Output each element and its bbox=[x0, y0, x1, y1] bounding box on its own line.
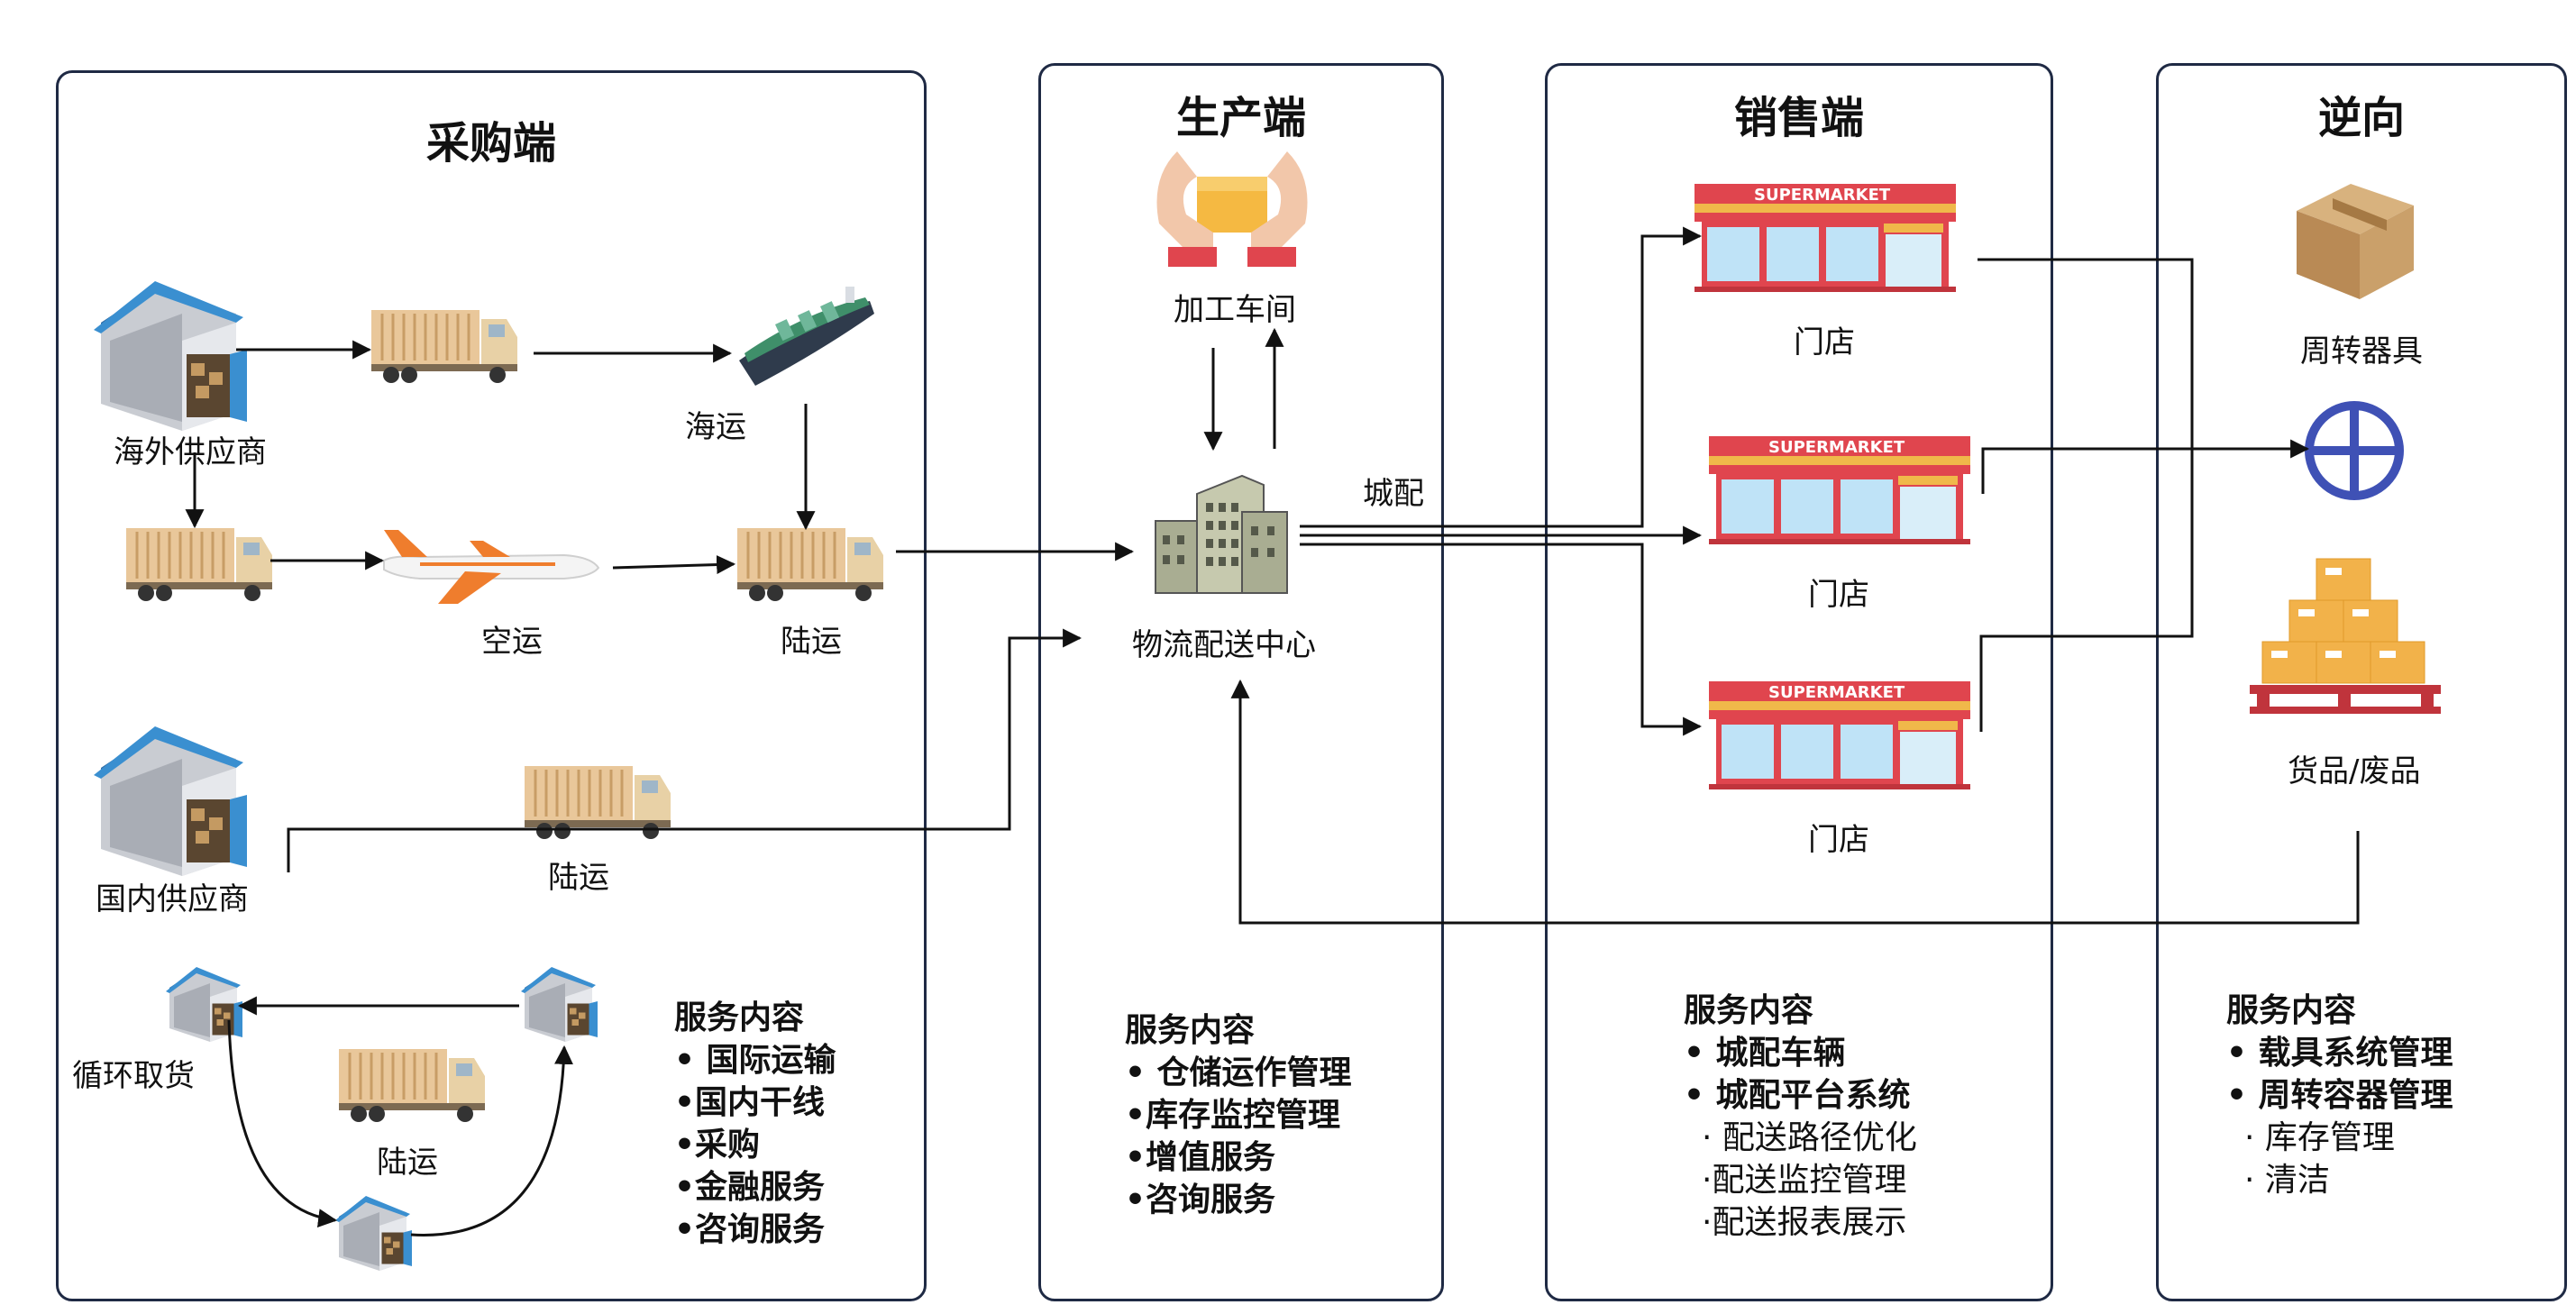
service-item: •咨询服务 bbox=[1125, 1182, 1276, 1218]
city-delivery-label: 城配 bbox=[1363, 476, 1424, 512]
flow-arrows bbox=[185, 226, 2360, 1236]
store-label: 门店 bbox=[1794, 324, 1855, 360]
store-label: 门店 bbox=[1808, 577, 1869, 613]
truck-icon bbox=[735, 526, 885, 603]
services-heading: 服务内容 bbox=[1684, 992, 1814, 1029]
sales-services: 服务内容 • 城配车辆 • 城配平台系统 · 配送路径优化 ·配送监控管理 ·配… bbox=[1684, 990, 1917, 1244]
container-label: 周转器具 bbox=[2300, 333, 2423, 370]
supermarket-sign: SUPERMARKET bbox=[1768, 683, 1905, 702]
milk-run-label: 循环取货 bbox=[72, 1058, 195, 1094]
store-label: 门店 bbox=[1808, 822, 1869, 858]
service-item: •库存监控管理 bbox=[1125, 1097, 1341, 1134]
service-item: • 城配车辆 bbox=[1684, 1035, 1846, 1072]
service-item: •咨询服务 bbox=[674, 1211, 826, 1248]
service-subitem: ·配送监控管理 bbox=[1702, 1162, 1907, 1199]
land-freight-label: 陆运 bbox=[377, 1145, 438, 1181]
goods-waste-label: 货品/废品 bbox=[2288, 753, 2421, 789]
services-heading: 服务内容 bbox=[674, 999, 805, 1036]
procurement-panel: 采购端 bbox=[56, 70, 927, 1301]
reverse-services: 服务内容 • 载具系统管理 • 周转容器管理 · 库存管理 · 清洁 bbox=[2226, 990, 2453, 1201]
pickup-warehouse-icon bbox=[335, 1196, 412, 1271]
air-freight-label: 空运 bbox=[481, 624, 543, 660]
service-item: •增值服务 bbox=[1125, 1139, 1276, 1176]
workshop-label: 加工车间 bbox=[1174, 292, 1296, 328]
domestic-warehouse-icon bbox=[94, 726, 247, 876]
distribution-center-icon bbox=[1155, 474, 1288, 594]
land-freight-label: 陆运 bbox=[781, 624, 842, 660]
production-services: 服务内容 • 仓储运作管理 •库存监控管理 •增值服务 •咨询服务 bbox=[1125, 1009, 1352, 1221]
reverse-title: 逆向 bbox=[2317, 93, 2405, 143]
supermarket-sign: SUPERMARKET bbox=[1754, 186, 1891, 205]
service-subitem: · 配送路径优化 bbox=[1702, 1119, 1917, 1156]
production-title: 生产端 bbox=[1175, 93, 1306, 143]
services-heading: 服务内容 bbox=[2226, 992, 2357, 1029]
service-item: •采购 bbox=[674, 1127, 761, 1163]
procurement-services: 服务内容 • 国际运输 •国内干线 •采购 •金融服务 •咨询服务 bbox=[674, 997, 836, 1251]
service-subitem: ·配送报表展示 bbox=[1702, 1204, 1907, 1241]
cardboard-box-icon bbox=[2297, 184, 2414, 299]
service-item: •国内干线 bbox=[674, 1084, 826, 1121]
service-item: •金融服务 bbox=[674, 1169, 826, 1206]
service-item: • 仓储运作管理 bbox=[1125, 1054, 1352, 1091]
land-freight-label: 陆运 bbox=[548, 860, 609, 896]
domestic-supplier-label: 国内供应商 bbox=[96, 881, 249, 917]
airplane-icon bbox=[383, 530, 600, 604]
stacked-boxes-icon bbox=[2250, 558, 2441, 714]
truck-icon bbox=[124, 526, 274, 603]
supermarket-sign: SUPERMARKET bbox=[1768, 438, 1905, 457]
service-subitem: · 清洁 bbox=[2244, 1162, 2330, 1199]
service-item: • 城配平台系统 bbox=[1684, 1077, 1911, 1114]
procurement-title: 采购端 bbox=[425, 118, 556, 169]
sea-freight-label: 海运 bbox=[685, 409, 746, 445]
overseas-warehouse-icon bbox=[94, 281, 247, 431]
pickup-warehouse-icon bbox=[521, 967, 598, 1042]
services-heading: 服务内容 bbox=[1125, 1012, 1256, 1049]
service-item: • 周转容器管理 bbox=[2226, 1077, 2453, 1114]
service-item: • 国际运输 bbox=[674, 1042, 836, 1079]
truck-icon bbox=[337, 1047, 487, 1124]
pickup-warehouse-icon bbox=[166, 967, 242, 1042]
sales-title: 销售端 bbox=[1733, 93, 1864, 143]
truck-icon bbox=[370, 308, 519, 385]
service-item: • 载具系统管理 bbox=[2226, 1035, 2453, 1072]
plus-circle-icon bbox=[2305, 401, 2404, 500]
distribution-center-label: 物流配送中心 bbox=[1132, 627, 1316, 663]
service-subitem: · 库存管理 bbox=[2244, 1119, 2395, 1156]
ship-icon bbox=[739, 287, 874, 386]
overseas-supplier-label: 海外供应商 bbox=[114, 434, 267, 470]
hands-box-icon bbox=[1156, 151, 1308, 267]
